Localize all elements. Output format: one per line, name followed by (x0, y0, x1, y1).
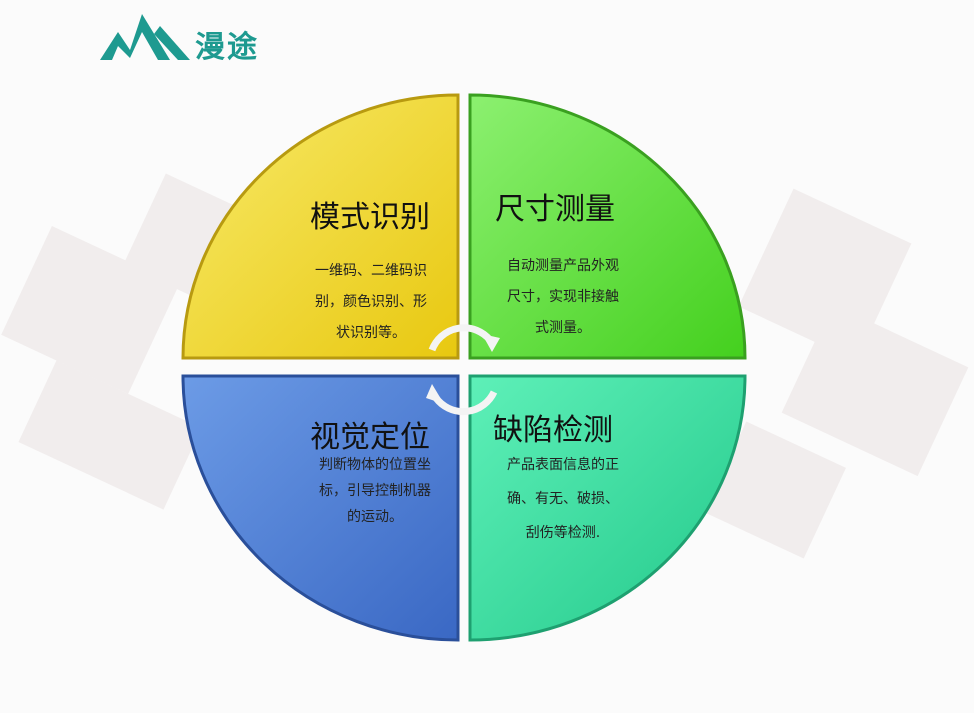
desc-line: 别，颜色识别、形 (315, 294, 427, 310)
desc-line: 刮伤等检测. (525, 525, 601, 541)
desc-line: 判断物体的位置坐 (319, 457, 431, 473)
quadrant-dimension-measurement (468, 93, 747, 360)
desc-line: 确、有无、破损、 (507, 491, 619, 507)
quadrant-description: 产品表面信息的正 确、有无、破损、 刮伤等检测. (488, 448, 638, 550)
desc-line: 标，引导控制机器 (319, 483, 431, 499)
desc-line: 状识别等。 (336, 325, 406, 341)
desc-line: 自动测量产品外观 (507, 258, 619, 274)
desc-line: 产品表面信息的正 (507, 457, 619, 473)
quadrant-visual-positioning (181, 374, 460, 642)
quadrant-pattern-recognition (181, 93, 460, 360)
quadrant-description: 一维码、二维码识 别，颜色识别、形 状识别等。 (296, 256, 446, 349)
quadrant-title: 模式识别 (310, 200, 430, 235)
desc-line: 尺寸，实现非接触 (507, 289, 619, 305)
quadrant-title: 缺陷检测 (493, 413, 613, 448)
desc-line: 一维码、二维码识 (315, 263, 427, 279)
quadrant-description: 自动测量产品外观 尺寸，实现非接触 式测量。 (488, 251, 638, 344)
cycle-arrow-icon (428, 324, 498, 416)
desc-line: 的运动。 (347, 509, 403, 525)
mountain-logo-icon (100, 14, 190, 60)
quadrant-title: 视觉定位 (310, 420, 430, 455)
quadrant-title: 尺寸测量 (495, 192, 615, 227)
quadrant-defect-detection (468, 374, 747, 642)
quadrant-description: 判断物体的位置坐 标，引导控制机器 的运动。 (300, 452, 450, 530)
desc-line: 式测量。 (535, 320, 591, 336)
logo-text: 漫途 (195, 30, 259, 65)
